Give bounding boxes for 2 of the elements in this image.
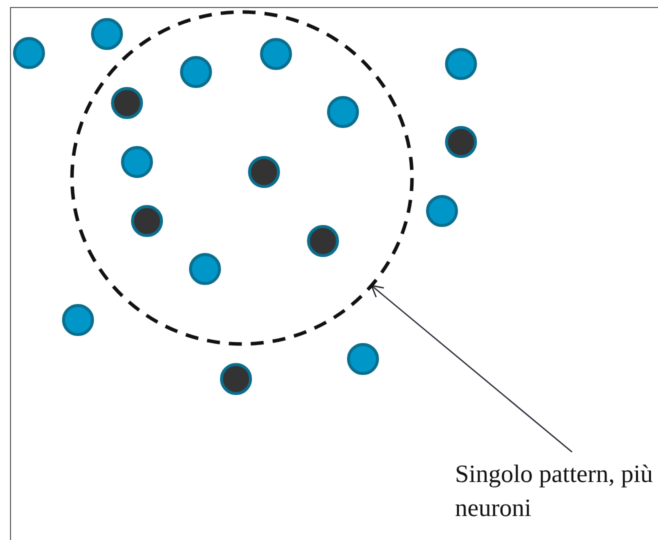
callout-text: Singolo pattern, più neuroni <box>455 460 654 524</box>
leader-arrow <box>370 284 572 452</box>
